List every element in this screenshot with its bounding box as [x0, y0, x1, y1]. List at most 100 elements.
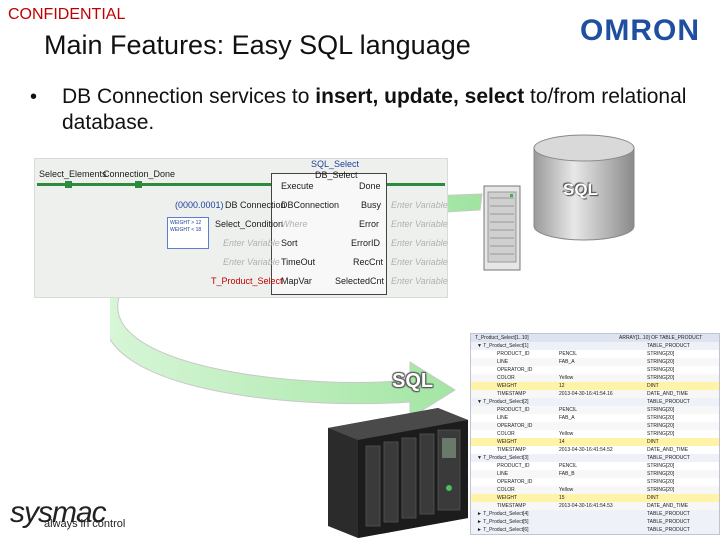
- table-header-type: ARRAY[1..10] OF TABLE_PRODUCT: [619, 335, 703, 341]
- function-block-panel: Select_Elements Connection_Done SQL_Sele…: [34, 158, 448, 298]
- table-cell-name: ▼ T_Product_Select[1]: [477, 343, 529, 349]
- slide-title: Main Features: Easy SQL language: [44, 30, 471, 60]
- table-row[interactable]: COLOR Yellow STRING[20]: [471, 430, 719, 438]
- input-pin-timeout: TimeOut: [281, 257, 316, 267]
- table-cell-type: TABLE_PRODUCT: [647, 343, 690, 349]
- table-cell-value: PENCIL: [559, 463, 578, 469]
- table-cell-name: WEIGHT: [497, 495, 517, 501]
- table-cell-name: LINE: [497, 415, 509, 421]
- table-header-row: T_Product_Select[1..10] ARRAY[1..10] OF …: [471, 334, 719, 342]
- bullet-text-end: to/from relational database.: [62, 85, 687, 134]
- table-cell-type: STRING[20]: [647, 487, 675, 493]
- input-arg-where[interactable]: Where: [281, 219, 308, 229]
- table-cell-type: STRING[20]: [647, 375, 675, 381]
- table-cell-name: COLOR: [497, 431, 515, 437]
- table-row[interactable]: PRODUCT_ID PENCIL STRING[20]: [471, 406, 719, 414]
- table-cell-name: ▼ T_Product_Select[3]: [477, 455, 529, 461]
- table-row[interactable]: ▼ T_Product_Select[3] TABLE_PRODUCT: [471, 454, 719, 462]
- database-sql-label: SQL: [563, 180, 598, 199]
- rail-label-select-elements: Select_Elements: [39, 169, 107, 179]
- bullet-symbol: •: [30, 86, 38, 108]
- table-cell-value: 14: [559, 439, 565, 445]
- arrow-sql-label: SQL: [392, 370, 434, 392]
- contact-pin: [65, 181, 72, 188]
- table-row[interactable]: ▼ T_Product_Select[2]TABLE_PRODUCT: [471, 398, 719, 406]
- output-pin-selectedcnt: SelectedCnt: [335, 276, 385, 286]
- block-instance-label: DB_Select: [315, 170, 358, 180]
- table-cell-type: STRING[20]: [647, 407, 675, 413]
- table-cell-name: COLOR: [497, 487, 515, 493]
- input-pin-select-condition: Select_Condition: [215, 219, 284, 229]
- dbconnection-value: (0000.0001): [175, 200, 224, 210]
- input-arg-sort[interactable]: Enter Variable: [223, 238, 280, 248]
- table-cell-type: TABLE_PRODUCT: [647, 455, 690, 461]
- input-arg-dbconnection[interactable]: DBConnection: [281, 200, 340, 210]
- sql-select-block[interactable]: [271, 173, 387, 295]
- table-row[interactable]: TIMESTAMP 2013-04-30-16:41:54.53 DATE_AND_…: [471, 502, 719, 510]
- table-cell-value: 2013-04-30-16:41:54.16: [559, 391, 613, 397]
- table-row[interactable]: ▼ T_Product_Select[1] TABLE_PRODUCT: [471, 342, 719, 350]
- table-cell-name: WEIGHT: [497, 383, 517, 389]
- table-row[interactable]: WEIGHT 15 DINT: [471, 494, 719, 502]
- table-cell-name: TIMESTAMP: [497, 447, 526, 453]
- contact-pin: [135, 181, 142, 188]
- output-arg-errorid[interactable]: Enter Variable: [391, 238, 448, 248]
- table-cell-type: DATE_AND_TIME: [647, 391, 689, 397]
- table-cell-value: FAB_A: [559, 359, 575, 365]
- table-cell-value: PENCIL: [559, 407, 578, 413]
- table-cell-name: LINE: [497, 471, 509, 477]
- output-arg-selectedcnt[interactable]: Enter Variable: [391, 276, 448, 286]
- table-cell-value: 15: [559, 495, 565, 501]
- table-cell-name: PRODUCT_ID: [497, 407, 530, 413]
- table-cell-type: DINT: [647, 383, 659, 389]
- input-pin-execute: Execute: [281, 181, 314, 191]
- table-row[interactable]: ► T_Product_Select[5]TABLE_PRODUCT: [471, 518, 719, 526]
- table-cell-type: DINT: [647, 439, 659, 445]
- table-cell-type: STRING[20]: [647, 463, 675, 469]
- table-row[interactable]: ► T_Product_Select[4]TABLE_PRODUCT: [471, 510, 719, 518]
- table-cell-value: Yellow: [559, 375, 574, 381]
- input-pin-mapvar: MapVar: [281, 276, 312, 286]
- table-cell-type: STRING[20]: [647, 471, 675, 477]
- bullet-text-start: DB Connection services to: [62, 85, 316, 108]
- table-cell-name: COLOR: [497, 375, 515, 381]
- table-cell-type: STRING[20]: [647, 431, 675, 437]
- condition-tooltip: WEIGHT > 12 WEIGHT < 18: [167, 217, 209, 249]
- table-cell-name: TIMESTAMP: [497, 503, 526, 509]
- table-row[interactable]: PRODUCT_ID PENCIL STRING[20]: [471, 462, 719, 470]
- input-pin-sort: Sort: [281, 238, 298, 248]
- rail-label-connection-done: Connection_Done: [103, 169, 176, 179]
- table-cell-value: FAB_A: [559, 415, 575, 421]
- table-cell-name: PRODUCT_ID: [497, 463, 530, 469]
- table-row[interactable]: COLOR Yellow STRING[20]: [471, 374, 719, 382]
- output-arg-error[interactable]: Enter Variable: [391, 219, 448, 229]
- table-cell-type: DINT: [647, 495, 659, 501]
- input-arg-timeout[interactable]: Enter Variable: [223, 257, 280, 267]
- table-cell-type: DATE_AND_TIME: [647, 503, 689, 509]
- table-cell-value: 2013-04-30-16:41:54.53: [559, 503, 613, 509]
- table-cell-type: TABLE_PRODUCT: [647, 511, 690, 517]
- database-icon: [533, 134, 635, 241]
- input-pin-dbconnection: DB Connection: [225, 200, 286, 210]
- table-cell-type: STRING[20]: [647, 367, 675, 373]
- plc-controller-icon: [328, 408, 468, 538]
- output-arg-reccnt[interactable]: Enter Variable: [391, 257, 448, 267]
- input-arg-mapvar[interactable]: T_Product_Select: [211, 276, 283, 286]
- table-cell-value: Yellow: [559, 431, 574, 437]
- output-arg-busy[interactable]: Enter Variable: [391, 200, 448, 210]
- table-row[interactable]: ► T_Product_Select[6]TABLE_PRODUCT: [471, 526, 719, 534]
- table-cell-name: PRODUCT_ID: [497, 351, 530, 357]
- result-data-table[interactable]: T_Product_Select[1..10] ARRAY[1..10] OF …: [470, 333, 720, 535]
